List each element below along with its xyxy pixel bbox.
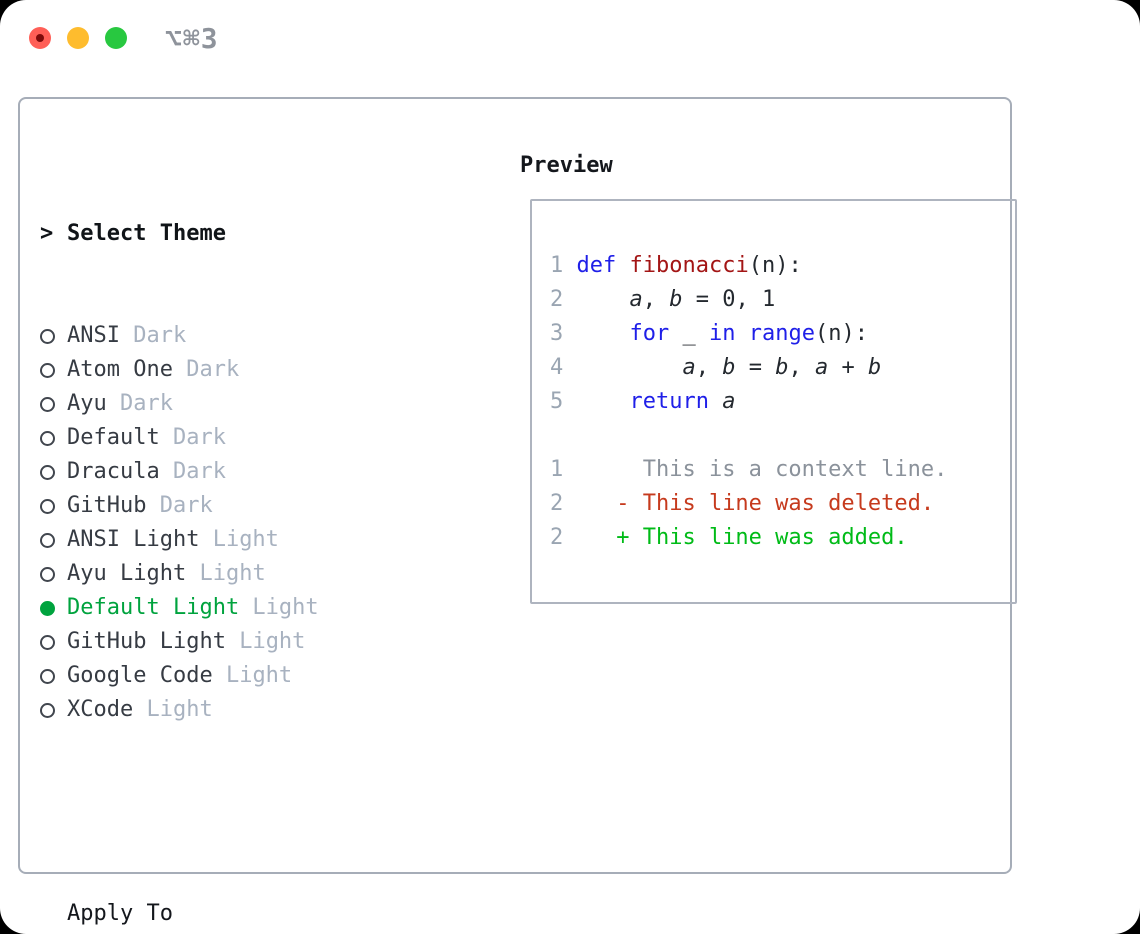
spacer (40, 795, 411, 829)
theme-option-default[interactable]: Default Dark (40, 421, 411, 455)
theme-variant-tag: Dark (159, 425, 226, 450)
preview-column: Preview 1 def fibonacci(n): 2 a, b = 0, 1… (502, 149, 1017, 604)
theme-option-label: Default Light (67, 595, 240, 620)
theme-option-label: GitHub Light (67, 629, 226, 654)
theme-option-ansi-light[interactable]: ANSI Light Light (40, 523, 411, 557)
theme-option-label: GitHub (67, 493, 147, 518)
theme-option-label: Ayu (67, 391, 107, 416)
preview-line-added: 2 + This line was added. (550, 525, 908, 550)
theme-option-github-light[interactable]: GitHub Light Light (40, 625, 411, 659)
theme-option-github[interactable]: GitHub Dark (40, 489, 411, 523)
theme-variant-tag: Light (239, 595, 319, 620)
close-button[interactable] (29, 27, 51, 49)
radio-icon (40, 566, 67, 582)
theme-option-label: ANSI (67, 323, 120, 348)
maximize-button[interactable] (105, 27, 127, 49)
preview-line-deleted: 2 - This line was deleted. (550, 491, 935, 516)
radio-icon (40, 430, 67, 446)
theme-list-title: Select Theme (67, 221, 226, 246)
theme-variant-tag: Light (186, 561, 266, 586)
minimize-button[interactable] (67, 27, 89, 49)
radio-icon (40, 668, 67, 684)
radio-icon (40, 328, 67, 344)
preview-line-code: 3 for _ in range(n): (550, 321, 868, 346)
theme-option-label: Google Code (67, 663, 213, 688)
preview-line-context: 1 This is a context line. (550, 457, 948, 482)
theme-option-dracula[interactable]: Dracula Dark (40, 455, 411, 489)
radio-icon (40, 532, 67, 548)
prompt-caret-icon: > (40, 221, 54, 246)
theme-variant-tag: Dark (172, 357, 240, 382)
theme-option-label: Atom One (67, 357, 173, 382)
radio-icon (40, 362, 67, 378)
theme-variant-tag: Light (199, 527, 279, 552)
theme-variant-tag: Dark (159, 459, 226, 484)
radio-icon (40, 702, 67, 718)
theme-option-xcode[interactable]: XCode Light (40, 693, 411, 727)
theme-variant-tag: Dark (119, 323, 187, 348)
titlebar: ⌥⌘3 (0, 0, 1140, 96)
radio-icon (40, 634, 67, 650)
theme-variant-tag: Light (133, 697, 213, 722)
radio-icon (40, 464, 67, 480)
radio-selected-icon (40, 600, 67, 616)
window-shortcut-label: ⌥⌘3 (165, 22, 219, 55)
preview-line-code: 2 a, b = 0, 1 (550, 287, 776, 312)
theme-variant-tag: Light (212, 663, 293, 688)
theme-variant-tag: Dark (106, 391, 173, 416)
theme-option-label: XCode (67, 697, 134, 722)
theme-option-google-code[interactable]: Google Code Light (40, 659, 411, 693)
theme-option-label: Ayu Light (67, 561, 187, 586)
preview-title: Preview (520, 153, 613, 178)
theme-option-ansi[interactable]: ANSI Dark (40, 319, 411, 353)
theme-variant-tag: Dark (146, 493, 213, 518)
preview-line-code: 5 return a (550, 389, 736, 414)
close-dot-icon (36, 34, 44, 42)
theme-option-ayu[interactable]: Ayu Dark (40, 387, 411, 421)
preview-line-code: 1 def fibonacci(n): (550, 253, 802, 278)
preview-box: 1 def fibonacci(n): 2 a, b = 0, 1 3 for _ … (530, 199, 1017, 604)
radio-icon (40, 498, 67, 514)
apply-to-title: Apply To (67, 901, 173, 926)
theme-list-header: > Select Theme (40, 217, 411, 251)
preview-line-blank (550, 419, 1015, 453)
radio-icon (40, 396, 67, 412)
preview-line-code: 4 a, b = b, a + b (550, 355, 882, 380)
theme-option-default-light[interactable]: Default Light Light (40, 591, 411, 625)
theme-option-label: Default (67, 425, 160, 450)
theme-option-atom-one[interactable]: Atom One Dark (40, 353, 411, 387)
theme-option-label: ANSI Light (67, 527, 200, 552)
theme-option-ayu-light[interactable]: Ayu Light Light (40, 557, 411, 591)
theme-option-label: Dracula (67, 459, 160, 484)
theme-variant-tag: Light (225, 629, 306, 654)
